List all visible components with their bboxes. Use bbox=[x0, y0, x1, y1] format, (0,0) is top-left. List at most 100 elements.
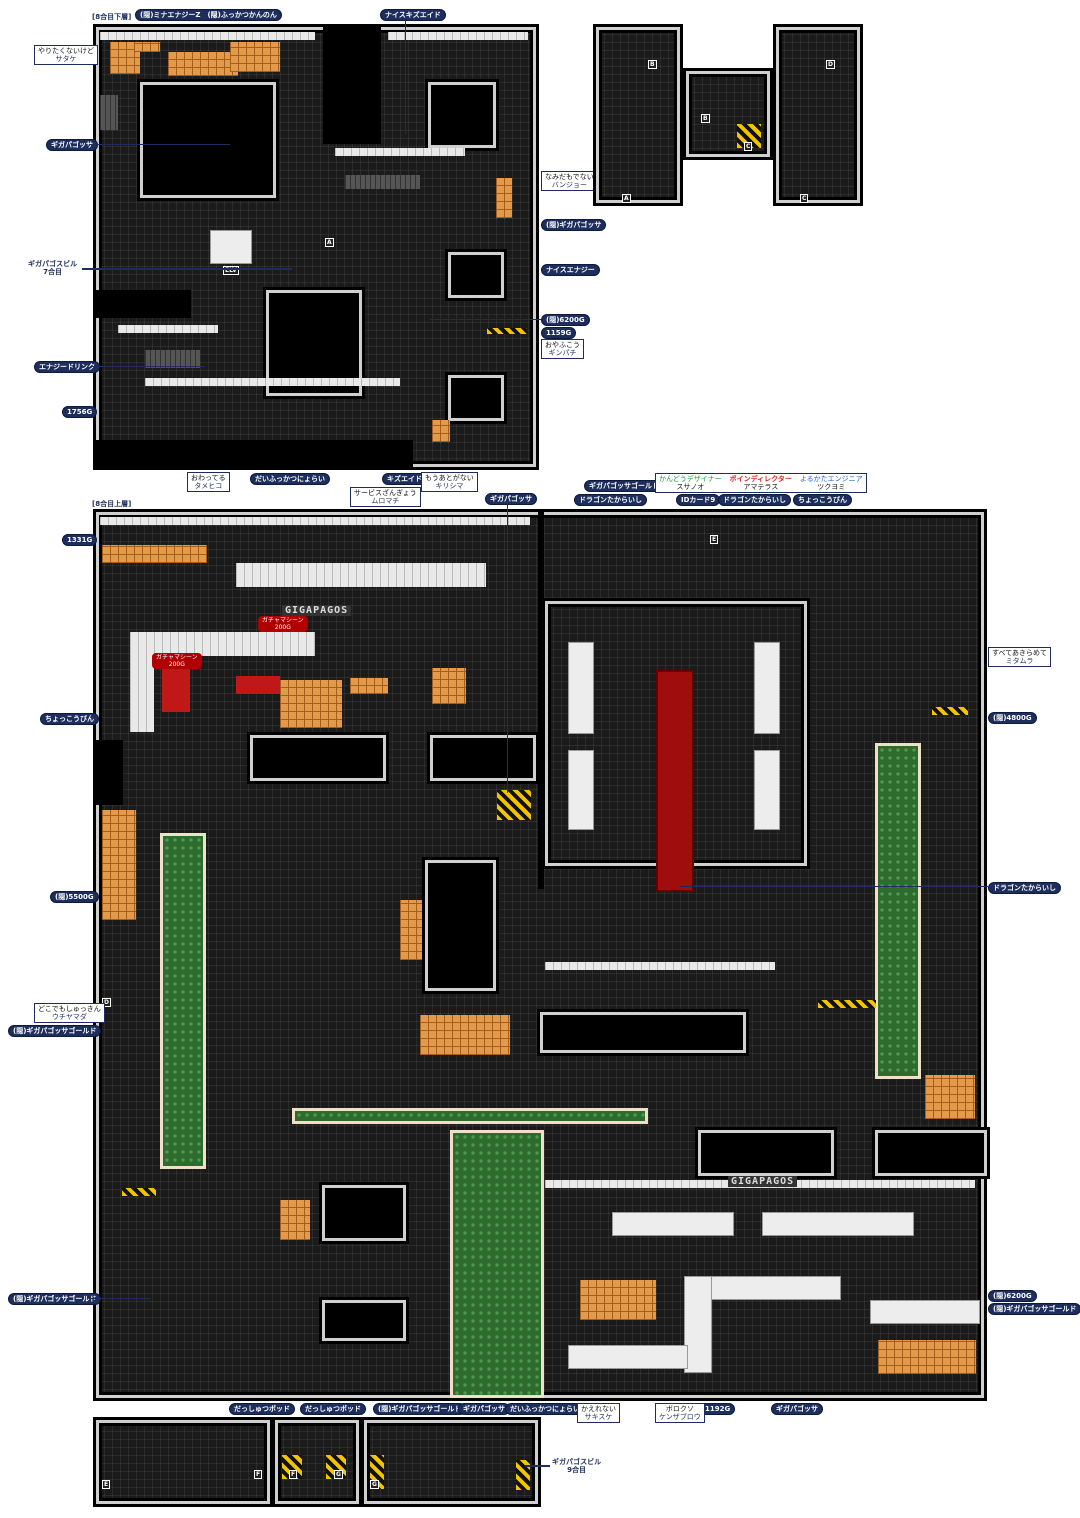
leader-line bbox=[430, 319, 541, 320]
hazard-stairs bbox=[487, 328, 527, 334]
item-label: だっしゅつポッド bbox=[300, 1403, 366, 1415]
void bbox=[140, 82, 276, 198]
shelf bbox=[145, 350, 200, 368]
leader-line bbox=[90, 366, 205, 367]
hazard-stairs bbox=[516, 1460, 530, 1490]
marker-d: D bbox=[102, 998, 111, 1007]
item-label: エナジードリンク bbox=[34, 361, 100, 373]
item-label: (隠)ギガパゴッサゴールド bbox=[8, 1293, 102, 1305]
crate bbox=[168, 52, 238, 76]
marker-g: G bbox=[334, 1470, 343, 1479]
item-label: (隠)4800G bbox=[988, 712, 1037, 724]
marker-a: A bbox=[622, 194, 631, 203]
marker-e: E bbox=[710, 535, 719, 544]
wall bbox=[335, 148, 465, 156]
crate bbox=[400, 900, 422, 960]
void bbox=[323, 24, 381, 144]
gigapagos-sign: GIGAPAGOS bbox=[728, 1176, 798, 1187]
crate bbox=[280, 680, 342, 728]
boss-label: かんどうデザイナースサノオ ポインディレクターアマテラス よるかたエンジニアツク… bbox=[655, 473, 867, 493]
crate bbox=[496, 178, 512, 218]
desk-row bbox=[684, 1276, 712, 1373]
leader-line bbox=[90, 1298, 150, 1299]
item-label: ギガパゴッサ bbox=[485, 493, 537, 505]
void bbox=[425, 860, 496, 991]
item-label: (隠)ギガパゴッサゴールド bbox=[8, 1025, 102, 1037]
boss-tsukuyomi: よるかたエンジニアツクヨミ bbox=[799, 475, 863, 491]
marker-e: E bbox=[102, 1480, 111, 1489]
hazard-stairs bbox=[818, 1000, 876, 1008]
item-label: ギガパゴッサ bbox=[771, 1403, 823, 1415]
item-label: ギガパゴッサゴールド bbox=[584, 480, 664, 492]
counter bbox=[236, 563, 486, 587]
void bbox=[698, 1130, 834, 1176]
item-label: (隠)5500G bbox=[50, 891, 99, 903]
gigapagos-sign: GIGAPAGOS bbox=[282, 605, 352, 616]
item-label: (隠)ギガパゴッサゴールド bbox=[988, 1303, 1080, 1315]
item-label: だいふっかつにょらい bbox=[250, 473, 330, 485]
crate bbox=[102, 810, 136, 920]
item-label: (隠)ギガパゴッサゴールド bbox=[373, 1403, 467, 1415]
boss-susanoo: かんどうデザイナースサノオ bbox=[659, 475, 722, 491]
item-label: (隠)6200G bbox=[988, 1290, 1037, 1302]
void bbox=[322, 1300, 406, 1341]
marker-f: F bbox=[289, 1470, 298, 1479]
void bbox=[93, 740, 123, 805]
item-label: 1756G bbox=[62, 406, 98, 418]
void bbox=[93, 440, 413, 468]
crate bbox=[350, 678, 388, 694]
item-label: ドラゴンたからいし bbox=[574, 494, 647, 506]
counter bbox=[130, 632, 315, 656]
npc-label: やりたくないけどサタケ bbox=[34, 45, 98, 65]
npc-label: ボロクソケンザブロウ bbox=[655, 1403, 705, 1423]
shelf bbox=[345, 175, 420, 189]
npc-label: どこでもしゅっきんウチヤマダ bbox=[34, 1003, 105, 1023]
marker-elv: ELV bbox=[223, 266, 239, 275]
elevator bbox=[210, 230, 252, 264]
npc-label: すべてあきらめてミタムラ bbox=[988, 647, 1052, 667]
desk-row bbox=[870, 1300, 980, 1324]
wall bbox=[100, 32, 315, 40]
crate bbox=[878, 1340, 976, 1374]
void bbox=[448, 375, 504, 421]
leader-line bbox=[405, 19, 406, 134]
section-title-upper: [8合目上層] bbox=[92, 500, 132, 508]
planter bbox=[875, 743, 921, 1079]
desk-row bbox=[568, 750, 594, 830]
gacha-machines bbox=[236, 676, 280, 694]
boss-amaterasu: ポインディレクターアマテラス bbox=[729, 475, 792, 491]
crate bbox=[230, 42, 280, 72]
planter bbox=[450, 1130, 544, 1398]
desk-row bbox=[754, 750, 780, 830]
planter bbox=[160, 833, 206, 1169]
hazard-stairs bbox=[932, 707, 968, 715]
crate bbox=[134, 42, 160, 52]
leader-line bbox=[680, 886, 988, 887]
red-carpet bbox=[656, 670, 694, 892]
item-label: ちょっこうびん bbox=[793, 494, 852, 506]
divider bbox=[538, 509, 544, 889]
item-label: ドラゴンたからいし bbox=[988, 882, 1061, 894]
marker-b: B bbox=[701, 114, 710, 123]
pod-room-left bbox=[93, 1417, 273, 1507]
void bbox=[875, 1130, 987, 1176]
crate bbox=[432, 420, 450, 442]
marker-c: C bbox=[800, 194, 809, 203]
hazard-stairs bbox=[497, 790, 531, 820]
marker-b: B bbox=[648, 60, 657, 69]
item-label: ナイスキズエイド bbox=[380, 9, 446, 21]
void bbox=[448, 252, 504, 298]
item-label: ドラゴンたからいし bbox=[718, 494, 791, 506]
exit-arrow bbox=[82, 268, 292, 270]
item-label: ギガパゴッサ bbox=[46, 139, 98, 151]
wall bbox=[545, 962, 775, 970]
crate bbox=[432, 668, 466, 704]
npc-label: もうあとがないキリシマ bbox=[421, 472, 478, 492]
void bbox=[428, 82, 496, 148]
item-label: 1159G bbox=[541, 327, 577, 339]
wall bbox=[388, 32, 528, 40]
